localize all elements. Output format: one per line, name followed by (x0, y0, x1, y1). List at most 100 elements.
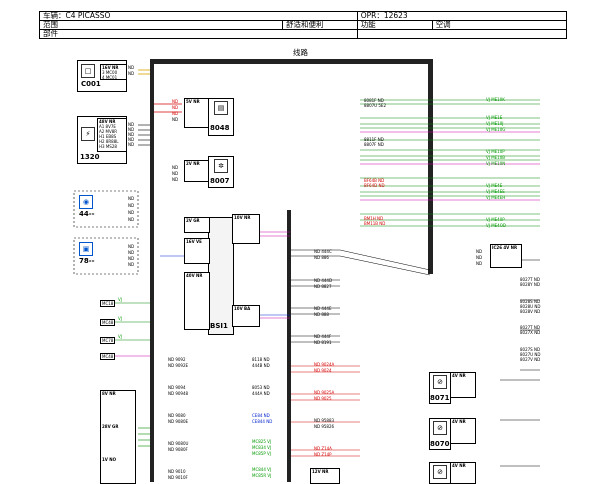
wires-8048 (154, 103, 182, 113)
right-list-d1: 8027S ND (520, 347, 541, 352)
c78-tag-2: ND (128, 250, 135, 255)
header-table: 车辆：C4 PICASSO OPR：12623 范围 舒适和便利 功能 空调 部… (39, 11, 568, 39)
left-box-d: MC48 (100, 353, 116, 360)
center-h2: ND Z14P (314, 452, 332, 457)
8048-tag-2: ND (172, 105, 179, 110)
center-a1: ND 444C (314, 249, 332, 254)
lower-h1: CE84 ND (252, 413, 270, 418)
right-list-b3: 8028V ND (520, 309, 541, 314)
8070-label: 8070 (430, 440, 450, 448)
center-f2: ND 9025 (314, 396, 332, 401)
left-box-b: MC48 (100, 319, 116, 326)
center-a2: ND 886 (314, 255, 329, 260)
bsi-conn-40vnr-label: 40V NR (186, 273, 203, 278)
mid-label-a2: 8807U 5E2 (364, 103, 386, 108)
center-b1: ND 444D (314, 278, 333, 283)
ic26-connector: IC26 4V NR (490, 244, 522, 268)
right-bus-bar (428, 59, 433, 274)
component-bottom-right: ⊘ (429, 462, 451, 484)
bsi-conn-2vgr-label: 2V GR (186, 218, 200, 223)
left-bottom-connector: 8V NR 28V GR 1V NO (100, 390, 136, 484)
lower-i3: MC85P VJ (252, 451, 271, 456)
bottom-right-connector: 4V NR (450, 462, 476, 484)
center-g2: ND 95826 (314, 424, 335, 429)
lower-i2: MC834 VJ (252, 445, 272, 450)
c001-conn-label: 16V NR (102, 65, 119, 70)
c78-label: 78-- (79, 257, 95, 265)
8007-label: 8007 (210, 177, 230, 185)
left-bottom-conn-2: 28V GR (102, 424, 119, 429)
left-box-c: MC78 (100, 337, 116, 344)
c001-tag-2: ND (128, 71, 135, 76)
lower-c1: ND 9080 (168, 413, 186, 418)
ic26-tag-2: ND (476, 255, 483, 260)
1320-label: 1320 (80, 153, 100, 161)
bottom-right-conn-label: 4V NR (452, 463, 466, 468)
right-list-c2: 8027X ND (520, 330, 541, 335)
8048-icon: ▤ (214, 101, 228, 115)
bsi1-label: BSI1 (210, 322, 228, 330)
mid-bus-bar (150, 59, 154, 482)
component-8048: ▤ 8048 (208, 98, 234, 136)
8071-conn-label: 4V NR (452, 373, 466, 378)
8007-tag-2: ND (172, 171, 179, 176)
8007-tag-3: ND (172, 177, 179, 182)
8048-connector: 5V NR (184, 98, 210, 128)
ic26-conn-label: IC26 4V NR (492, 245, 518, 250)
1320-pin-4: H2 8R88L (99, 139, 119, 144)
component-8071: ⊘ 8071 (429, 372, 451, 404)
left-bottom-conn-1: 8V NR (102, 391, 116, 396)
lower-f1: 8118 ND (252, 357, 270, 362)
1320-icon: ⚡ (81, 127, 95, 141)
right-list-b2: 8028U ND (520, 304, 541, 309)
c44-icon: ◉ (79, 195, 93, 209)
c78-tag-3: ND (128, 256, 135, 261)
left-vj-1: VJ (118, 297, 122, 302)
lower-c2: ND 9080E (168, 419, 189, 424)
bsi-conn-40vnr: 40V NR (184, 272, 210, 330)
mid-label-a1: 8081F ND (364, 98, 384, 103)
8007-icon: ✲ (214, 159, 228, 173)
wires-right-green (360, 99, 540, 227)
bsi-conn-2vgr: 2V GR (184, 217, 210, 233)
center-f1: ND 9025A (314, 390, 335, 395)
bottom-right-icon: ⊘ (433, 465, 447, 479)
mid-label-c1: BF64B ND (364, 178, 385, 183)
c001-connector: 16V NR 3 MC00 4 MC01 (100, 64, 127, 80)
8070-connector: 4V NR (450, 418, 476, 444)
1320-connector: 48V NR A1 8V7E A2 MV8R H1 EB8S H2 8R88L … (97, 118, 127, 152)
right-label-2a: VJ ME1E (486, 115, 503, 120)
center-d1: ND 444F (314, 334, 332, 339)
c44-frame (73, 190, 139, 228)
lower-h2: CE844 ND (252, 419, 273, 424)
center-c2: ND 888 (314, 312, 329, 317)
wires-center-red (291, 365, 360, 457)
right-label-3c: VJ ME10N (486, 161, 506, 166)
right-list-a1: 8027T ND (520, 277, 540, 282)
1320-pin-1: A1 8V7E (99, 124, 116, 129)
c001-icon: □ (81, 64, 95, 78)
right-label-4c: VJ ME4EH (486, 195, 506, 200)
right-label-4b: VJ ME4EE (486, 189, 505, 194)
c44-tag-1: ND (128, 196, 135, 201)
lower-a1: ND 9092 (168, 357, 186, 362)
lower-j1: MC844 VJ (252, 467, 272, 472)
left-bottom-conn-3: 1V NO (102, 457, 117, 462)
component-8070: ⊘ 8070 (429, 418, 451, 450)
lower-d1: ND 9080U (168, 441, 189, 446)
center-c1: ND 444E (314, 306, 332, 311)
wires-left-green (112, 302, 150, 447)
bsi-conn-10vnr: 10V NR (232, 214, 260, 244)
wires-right-purple (360, 131, 540, 201)
c78-frame (73, 237, 139, 275)
bsi-conn-16vve-label: 16V VE (186, 239, 202, 244)
mid-label-c2: BF64D ND (364, 183, 385, 188)
right-list-c1: 8027T ND (520, 325, 540, 330)
bsi-bus-bar (287, 210, 291, 482)
wires-right-lower (500, 259, 540, 467)
lower-e2: ND 9010F (168, 475, 188, 480)
8048-tag-1: ND (172, 99, 179, 104)
1320-tag-2: ND (128, 127, 135, 132)
lower-b2: ND 90948 (168, 391, 189, 396)
